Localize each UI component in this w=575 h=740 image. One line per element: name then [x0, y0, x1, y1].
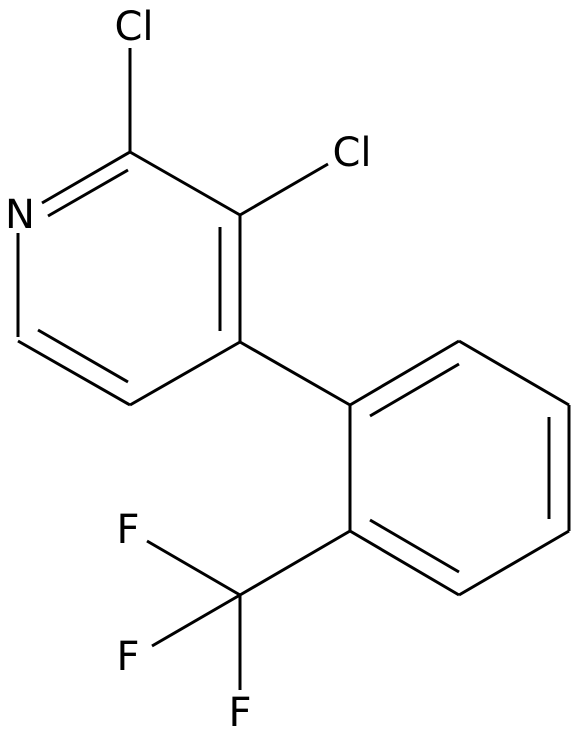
bond-b5-b6-inner: [369, 518, 460, 574]
fluorine-label-left: F: [116, 634, 139, 680]
bond-c5-c6-inner: [37, 328, 129, 384]
bond-b5-b6: [349, 529, 460, 597]
bond-c3-cl: [239, 162, 329, 217]
fluorine-label-top: F: [116, 507, 139, 553]
bond-c2-n-inner: [47, 168, 129, 218]
bond-biaryl: [239, 340, 351, 407]
chlorine-label-top: Cl: [114, 4, 153, 50]
bond-c2-c3: [129, 150, 241, 217]
bond-c2-n: [41, 150, 131, 205]
bond-b4-b5: [458, 529, 570, 597]
chlorine-label-right: Cl: [332, 130, 371, 176]
bond-b6-cf3: [239, 529, 351, 597]
bond-c-f-top: [146, 539, 241, 597]
bond-c5-c6: [17, 339, 131, 407]
bond-b1-b2-inner: [369, 362, 460, 418]
bond-c4-c5: [129, 340, 241, 407]
bond-c-f-left: [151, 593, 241, 648]
fluorine-label-bottom: F: [228, 690, 251, 736]
nitrogen-label: N: [5, 192, 35, 238]
bond-b2-b3: [458, 339, 570, 407]
bond-b1-b2: [349, 339, 460, 407]
